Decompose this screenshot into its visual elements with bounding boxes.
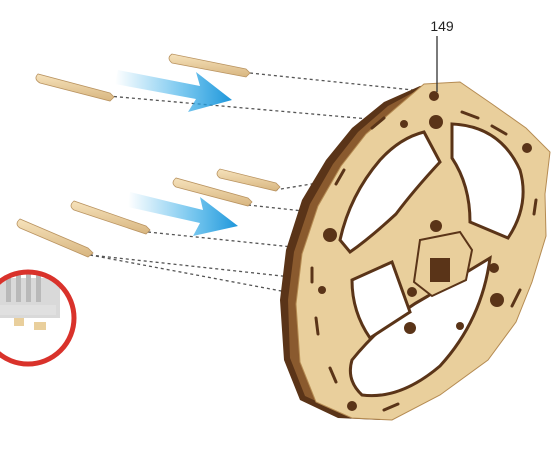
frame-hole [347, 401, 357, 411]
peg-icon [217, 169, 280, 191]
frame-hole [430, 220, 442, 232]
frame-hole [456, 322, 464, 330]
frame-hole [407, 287, 417, 297]
frame-hole [318, 286, 326, 294]
insert-arrow-icon [115, 70, 232, 112]
frame-hole [400, 120, 408, 128]
guide-line [108, 96, 403, 122]
frame-hole [404, 322, 416, 334]
frame-hole [429, 115, 443, 129]
guide-line [250, 73, 432, 92]
frame-hole [490, 293, 504, 307]
hub-slot [430, 258, 450, 282]
peg-icon [169, 54, 250, 77]
warning-circle-icon [0, 262, 74, 364]
part-number-label: 149 [422, 18, 462, 34]
frame-hole [489, 263, 499, 273]
frame-slot [534, 200, 536, 214]
wooden-frame-part [280, 82, 550, 420]
peg-icon [36, 74, 114, 101]
frame-hole [323, 228, 337, 242]
frame-hole [522, 143, 532, 153]
frame-hole [429, 91, 439, 101]
peg-icon [17, 219, 93, 257]
frame-slot [316, 318, 318, 334]
